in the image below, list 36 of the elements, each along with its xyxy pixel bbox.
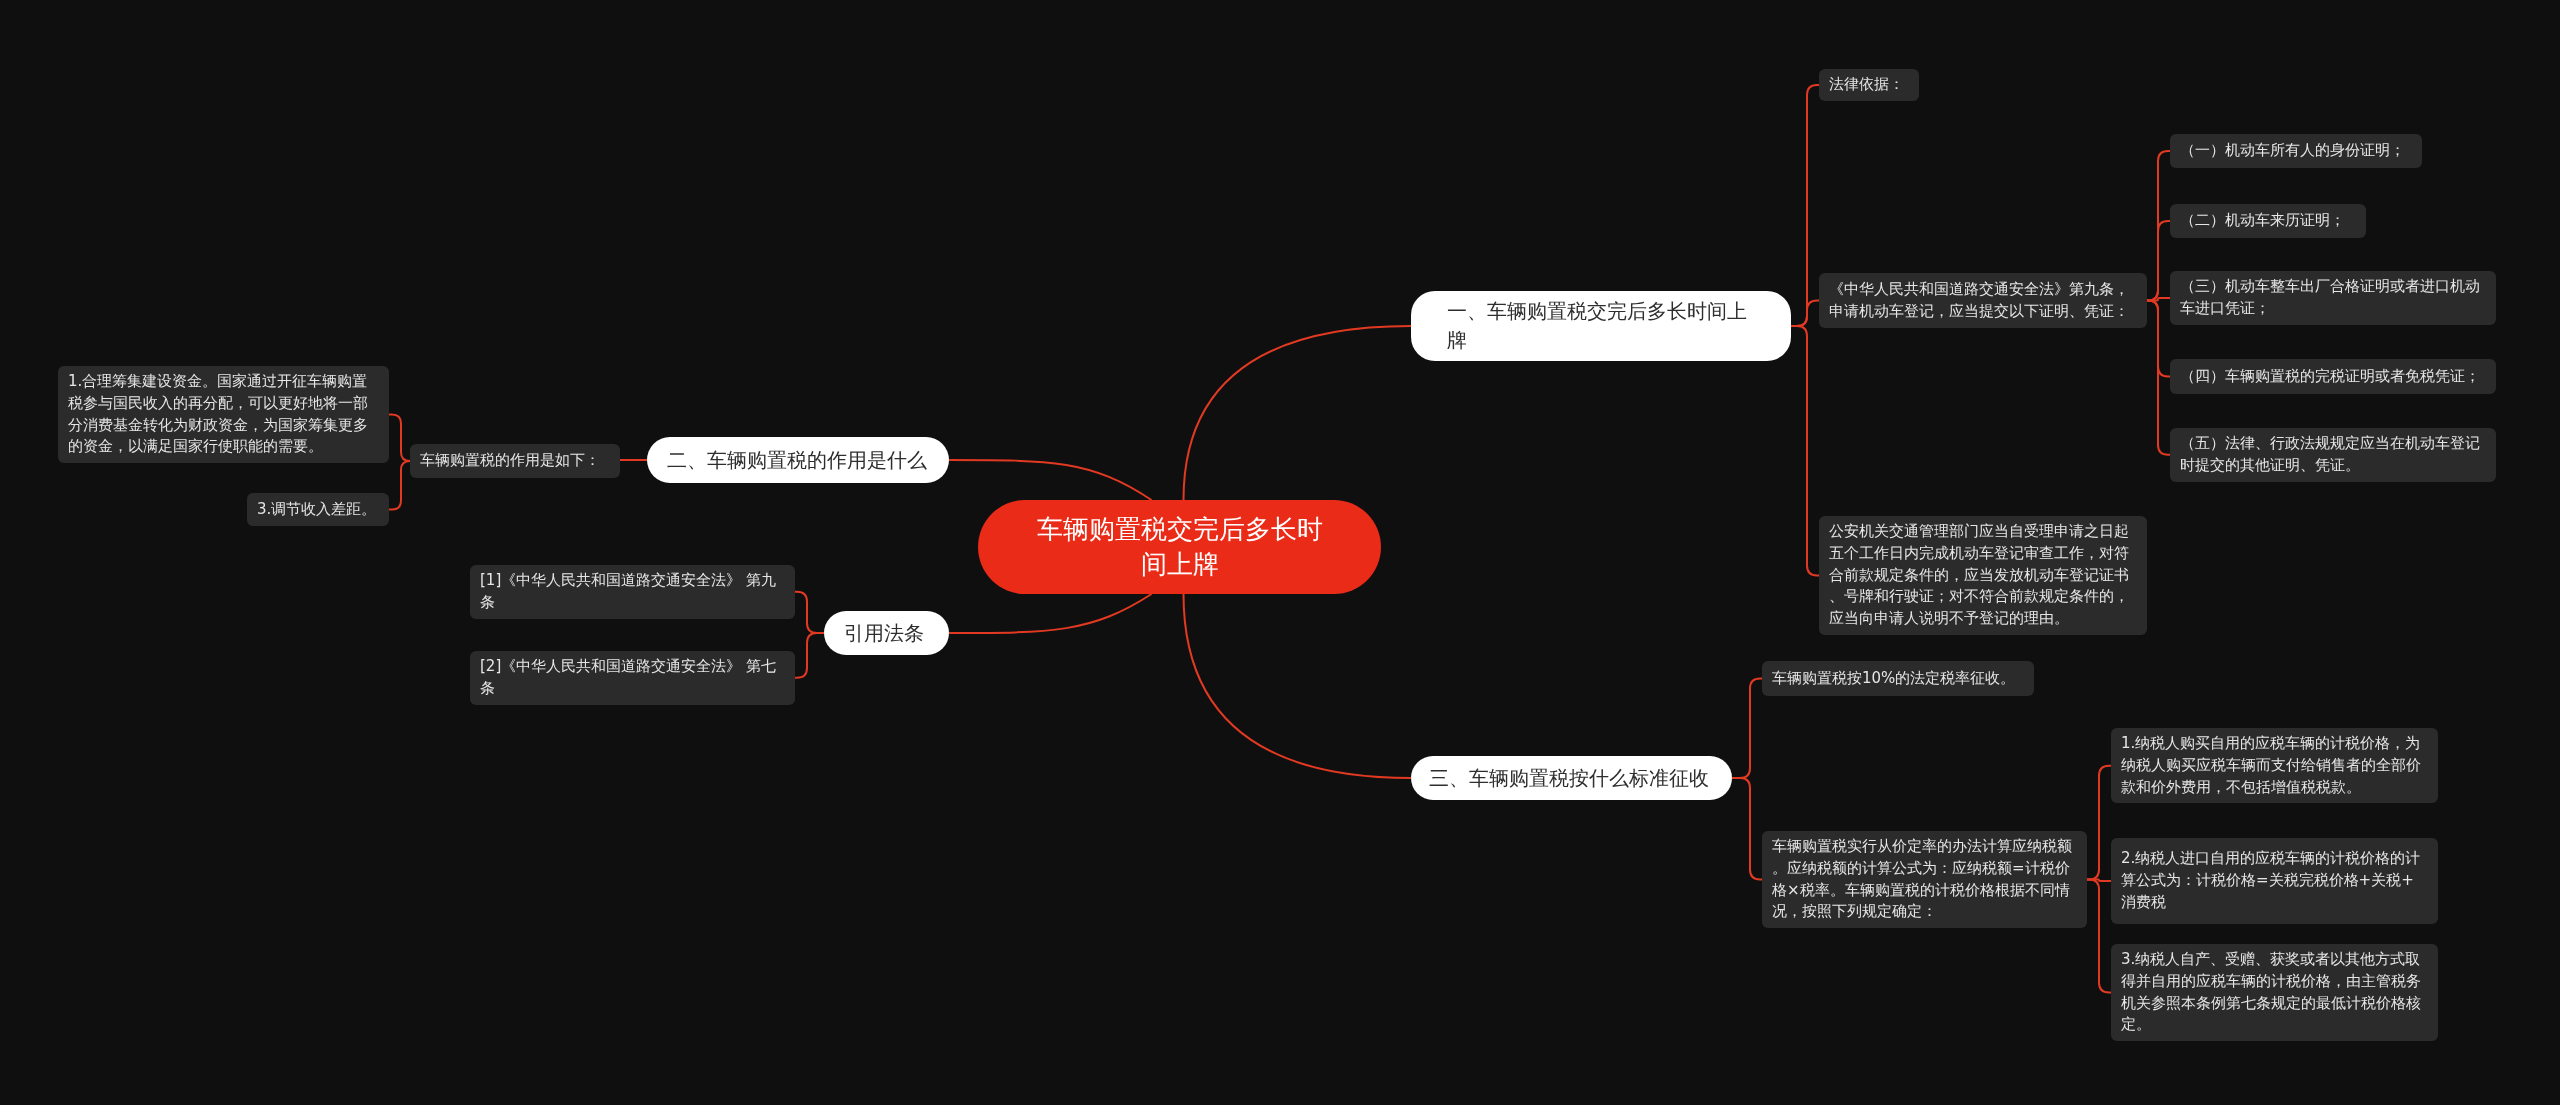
connector-line [619,459,648,461]
note-card: 车辆购置税的作用是如下： [410,444,620,478]
note-card: [2]《中华人民共和国道路交通安全法》 第七条 [470,651,795,705]
connector-line [388,460,411,511]
topic-pill: 二、车辆购置税的作用是什么 [647,437,949,483]
note-card: 车辆购置税实行从价定率的办法计算应纳税额。应纳税额的计算公式为：应纳税额=计税价格×税率。车辆购置税的计税价格根据不同情况，按照下列规定确定： [1762,831,2087,928]
connector-line [2086,878,2112,994]
connector-line [2146,220,2171,302]
connector-line [948,459,1153,501]
note-card: （三）机动车整车出厂合格证明或者进口机动车进口凭证； [2170,271,2496,325]
connector-line [2146,299,2171,456]
connector-line [1182,325,1412,501]
note-card: 法律依据： [1819,69,1919,101]
note-card: 车辆购置税按10%的法定税率征收。 [1762,661,2034,696]
topic-pill: 三、车辆购置税按什么标准征收 [1411,756,1732,800]
connector-line [948,593,1153,634]
connector-line [1790,325,1820,577]
connector-line [794,632,825,679]
note-card: 1.合理筹集建设资金。国家通过开征车辆购置税参与国民收入的再分配，可以更好地将一部分消费基金转化为财政资金，为国家筹集更多的资金，以满足国家行使职能的需要。 [58,366,389,463]
note-card: 公安机关交通管理部门应当自受理申请之日起五个工作日内完成机动车登记审查工作，对符合前款规定条件的，应当发放机动车登记证书、号牌和行驶证；对不符合前款规定条件的，应当向申请人说明不予登记的理由。 [1819,516,2147,635]
note-card: 1.纳税人购买自用的应税车辆的计税价格，为纳税人购买应税车辆而支付给销售者的全部价款和价外费用，不包括增值税税款。 [2111,728,2438,804]
note-card: [1]《中华人民共和国道路交通安全法》 第九条 [470,565,795,619]
topic-pill: 引用法条 [824,611,949,655]
connector-line [1182,593,1412,779]
note-card: （四）车辆购置税的完税证明或者免税凭证； [2170,359,2496,394]
note-card: （二）机动车来历证明； [2170,204,2366,238]
topic-pill: 一、车辆购置税交完后多长时间上牌 [1411,291,1791,361]
note-card: （五）法律、行政法规规定应当在机动车登记时提交的其他证明、凭证。 [2170,428,2496,482]
note-card: 2.纳税人进口自用的应税车辆的计税价格的计算公式为：计税价格=关税完税价格+关税+消费税 [2111,838,2438,924]
connector-line [2086,764,2112,881]
connector-line [1731,777,1763,881]
note-card: 3.调节收入差距。 [247,493,389,526]
note-card: （一）机动车所有人的身份证明； [2170,134,2422,168]
note-card: 《中华人民共和国道路交通安全法》第九条，申请机动车登记，应当提交以下证明、凭证： [1819,273,2147,328]
central-topic: 车辆购置税交完后多长时间上牌 [978,500,1381,594]
note-card: 3.纳税人自产、受赠、获奖或者以其他方式取得并自用的应税车辆的计税价格，由主管税务机关参照本条例第七条规定的最低计税价格核定。 [2111,944,2438,1041]
